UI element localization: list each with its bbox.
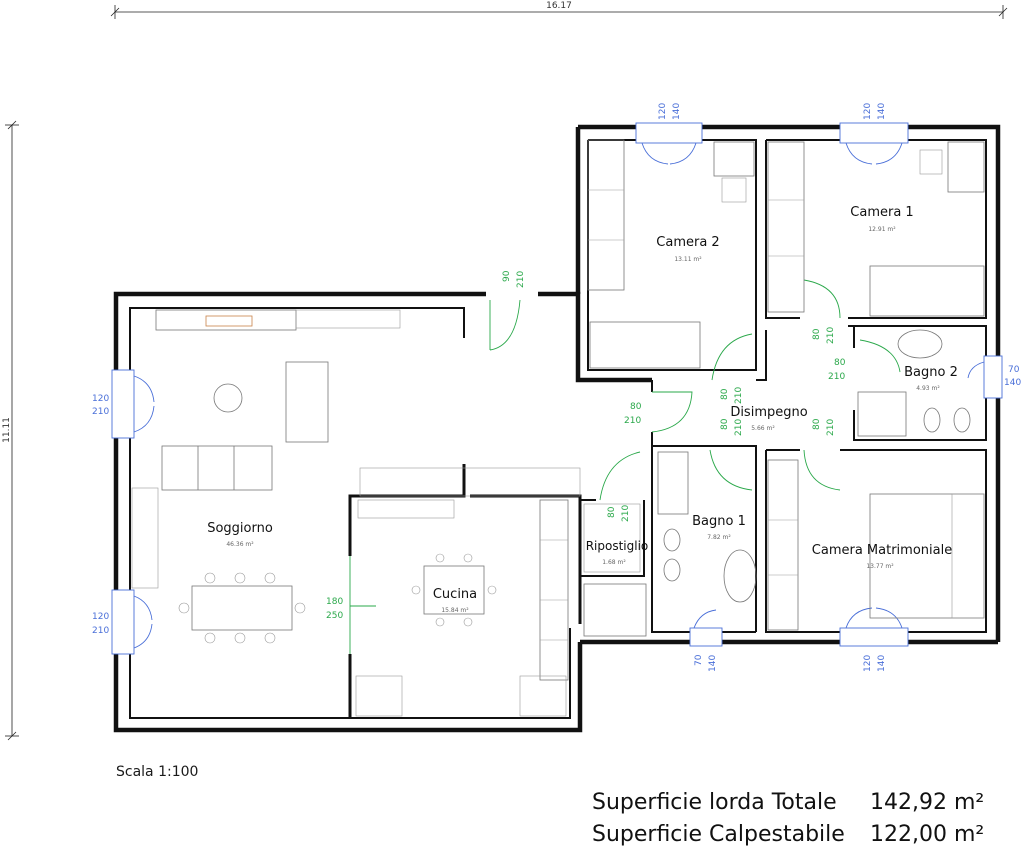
room-area: 7.82 m² (707, 534, 731, 541)
opening-height: 210 (621, 505, 631, 522)
opening-width: 120 (658, 103, 668, 120)
opening-width: 120 (92, 612, 109, 622)
furniture (131, 139, 985, 717)
opening-width: 80 (607, 506, 617, 518)
opening-width: 70 (694, 654, 704, 666)
room-area: 4.93 m² (916, 385, 940, 392)
opening-height: 210 (734, 419, 744, 436)
opening-width: 120 (92, 394, 109, 404)
opening-height: 210 (516, 271, 526, 288)
opening-width: 70 (1008, 365, 1020, 375)
scale-label: Scala 1:100 (116, 764, 199, 780)
room-name: Camera 1 (850, 205, 913, 220)
room-name: Disimpegno (730, 405, 807, 420)
gross-area-value: 142,92 m² (870, 790, 985, 815)
opening-width: 80 (720, 418, 730, 430)
opening-height: 210 (92, 626, 109, 636)
opening-height: 250 (326, 611, 343, 621)
opening-width: 180 (326, 597, 343, 607)
opening-height: 140 (1004, 378, 1021, 388)
opening-width: 120 (863, 103, 873, 120)
opening-height: 210 (826, 419, 836, 436)
dimension-width-label: 16.17 (546, 1, 572, 11)
opening-width: 80 (630, 402, 642, 412)
dimension-width: 16.17 (110, 1, 1008, 19)
net-area-value: 122,00 m² (870, 822, 985, 847)
room-labels: Camera 2 13.11 m² Camera 1 12.91 m² Sogg… (207, 205, 958, 614)
opening-height: 210 (828, 372, 845, 382)
opening-width: 120 (863, 655, 873, 672)
gross-area-label: Superficie lorda Totale (592, 790, 837, 815)
dimension-height-label: 11.11 (2, 417, 12, 443)
room-name: Bagno 1 (692, 514, 746, 529)
net-area-label: Superficie Calpestabile (592, 822, 845, 847)
opening-height: 210 (826, 327, 836, 344)
room-area: 12.91 m² (868, 226, 896, 233)
dimension-height: 11.11 (2, 120, 19, 741)
room-name: Soggiorno (207, 521, 273, 536)
room-name: Bagno 2 (904, 365, 958, 380)
opening-width: 80 (720, 388, 730, 400)
opening-height: 210 (734, 387, 744, 404)
opening-width: 80 (812, 328, 822, 340)
room-area: 1.68 m² (602, 559, 626, 566)
opening-width: 80 (834, 358, 846, 368)
room-name: Camera Matrimoniale (812, 543, 952, 558)
room-name: Cucina (433, 587, 477, 602)
room-name: Ripostiglio (586, 539, 649, 553)
opening-height: 210 (624, 416, 641, 426)
opening-width: 80 (812, 418, 822, 430)
opening-height: 210 (92, 407, 109, 417)
room-area: 13.11 m² (674, 256, 702, 263)
windows (111, 122, 1003, 655)
room-area: 13.77 m² (866, 563, 894, 570)
opening-width: 90 (502, 270, 512, 282)
doors (349, 279, 901, 654)
opening-height: 140 (708, 655, 718, 672)
opening-height: 140 (672, 103, 682, 120)
room-name: Camera 2 (656, 235, 719, 250)
room-area: 5.66 m² (751, 425, 775, 432)
opening-height: 140 (877, 655, 887, 672)
opening-labels: 120 140 120 140 90 210 120 210 120 210 8… (92, 103, 1021, 672)
walls (113, 124, 1001, 733)
room-area: 46.36 m² (226, 541, 254, 548)
opening-height: 140 (877, 103, 887, 120)
room-area: 15.84 m² (441, 607, 469, 614)
